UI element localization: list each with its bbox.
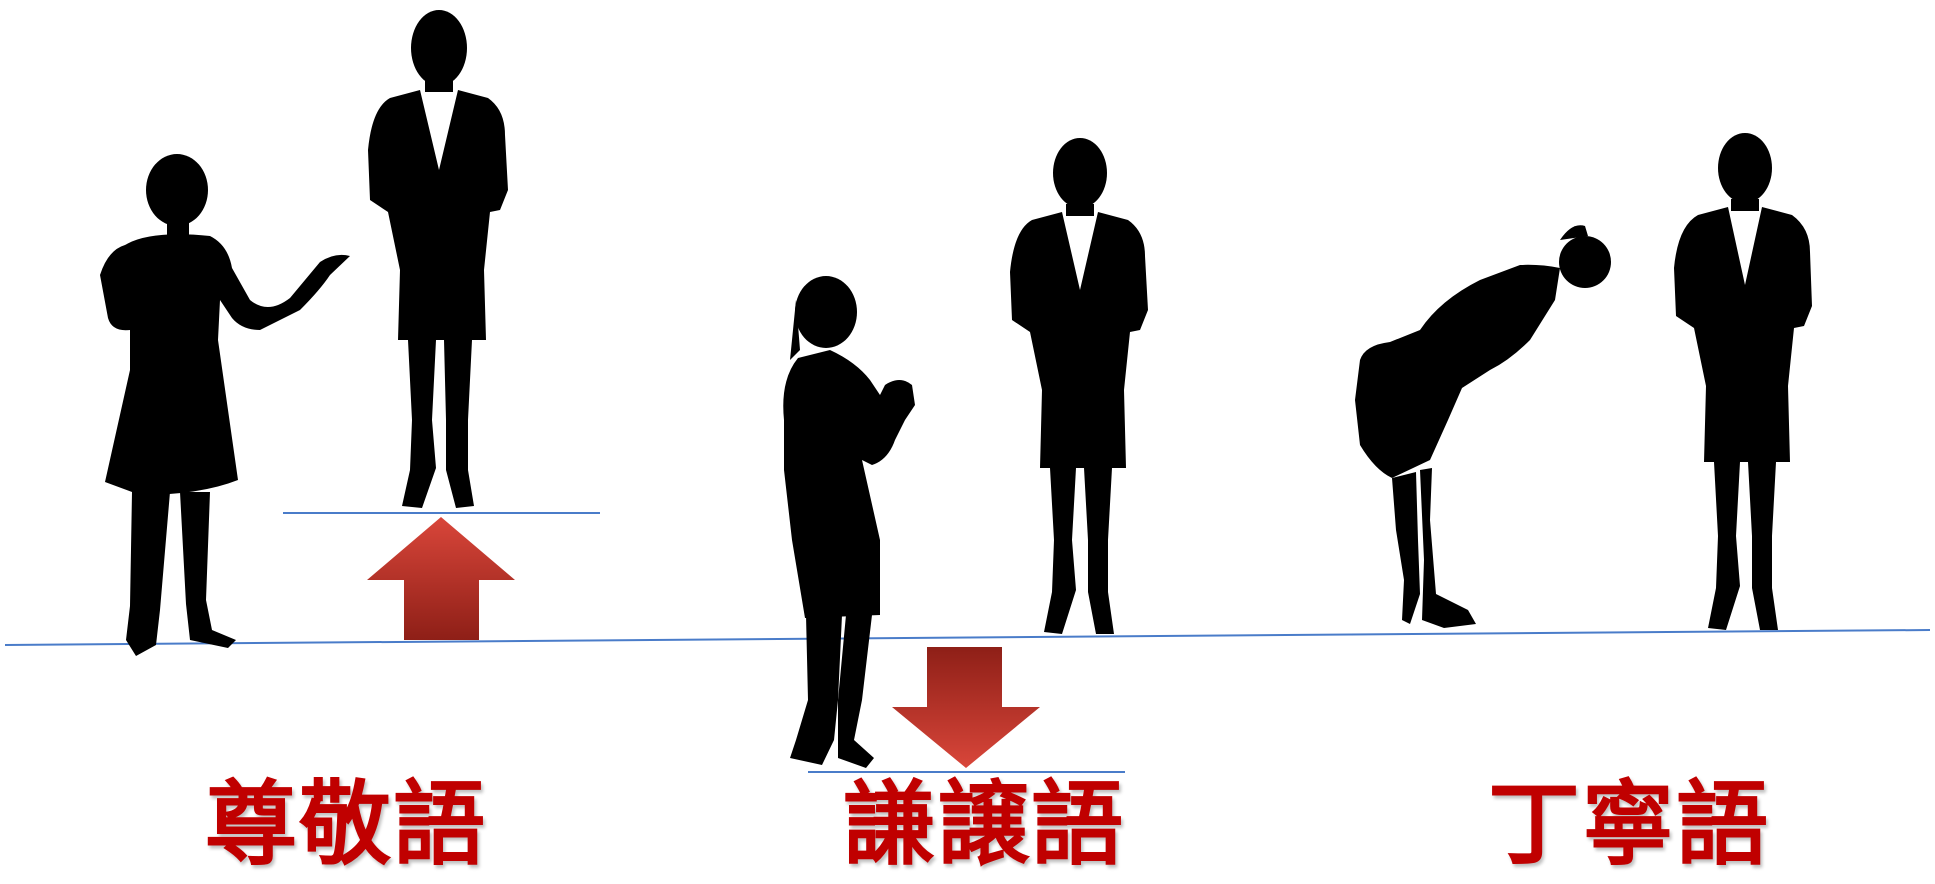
gesturing-woman-silhouette bbox=[100, 154, 350, 656]
standing-woman-silhouette-2 bbox=[1010, 138, 1148, 634]
down-arrow bbox=[892, 647, 1040, 768]
standing-woman-silhouette-3 bbox=[1674, 133, 1812, 630]
ground-line bbox=[4, 629, 1931, 646]
lowered-woman-silhouette bbox=[783, 276, 915, 768]
bowing-woman-silhouette bbox=[1355, 225, 1611, 628]
sonkeigo-label: 尊敬語 bbox=[205, 771, 488, 878]
kenjogo-label: 謙譲語 bbox=[843, 771, 1126, 878]
up-arrow bbox=[367, 517, 515, 640]
raised-standing-woman-silhouette bbox=[368, 10, 508, 508]
teineigo-label: 丁寧語 bbox=[1488, 771, 1771, 878]
